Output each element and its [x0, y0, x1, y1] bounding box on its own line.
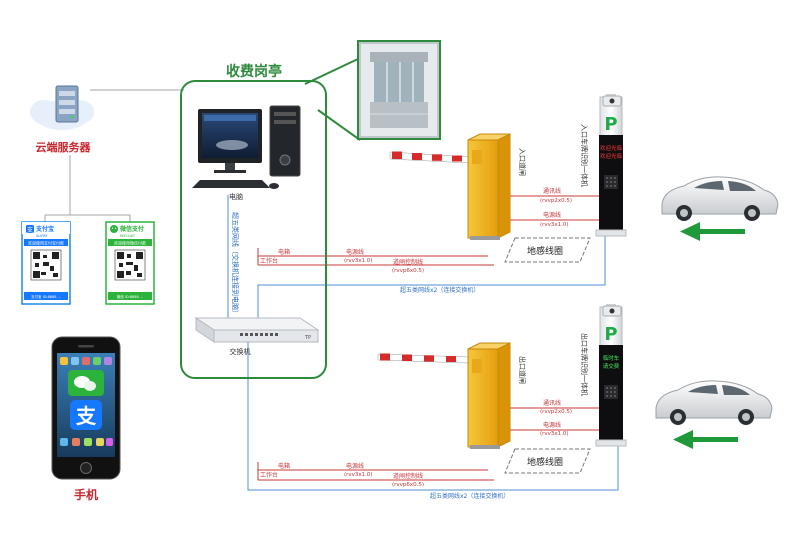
toll-booth: 收费岗亭 电脑 超五类网线（交换机连接到电脑） — [180, 57, 361, 379]
exit-lpr-unit[interactable]: P 临时车 请交费 出口车牌识别一体机 — [580, 304, 627, 447]
svg-text:工作台: 工作台 — [260, 471, 278, 479]
barrier-gate-icon — [377, 342, 511, 449]
phone-label: 手机 — [74, 487, 98, 502]
wechat-banner: 欢迎使用微信付款 — [114, 240, 146, 246]
car-icon — [655, 380, 773, 425]
svg-text:电箱: 电箱 — [278, 248, 290, 256]
svg-text:(rvvp6x0.5): (rvvp6x0.5) — [392, 482, 424, 488]
svg-text:道闸控制线: 道闸控制线 — [393, 258, 423, 266]
exit-loop-label: 地感线圈 — [527, 456, 563, 468]
svg-text:工作台: 工作台 — [260, 257, 278, 265]
entry-lpr-unit[interactable]: P 欢迎光临 欢迎光临 入口车牌识别一体机 — [580, 94, 627, 237]
camera-icon — [602, 304, 622, 317]
wechat-stand[interactable]: 微信支付 WECHAT 欢迎使用微信付款 微信 ID:8888 ... — [105, 221, 155, 305]
network-switch[interactable]: TP 交换机 — [194, 317, 320, 356]
entry-parking-sign: P — [604, 114, 617, 135]
exit-ground-loop: 地感线圈 — [504, 448, 591, 474]
qr-code-icon — [30, 249, 62, 281]
svg-text:(rvv3x1.0): (rvv3x1.0) — [540, 222, 569, 228]
arrow-left-icon — [673, 430, 738, 449]
svg-text:电源线: 电源线 — [346, 462, 364, 470]
cloud-server-label: 云端服务器 — [36, 140, 92, 154]
server-icon — [55, 85, 79, 123]
exit-display-line-1: 临时车 — [603, 354, 620, 362]
svg-text:(rvv3x1.0): (rvv3x1.0) — [344, 258, 373, 264]
svg-text:(rvv3x1.0): (rvv3x1.0) — [344, 472, 373, 478]
svg-text:通讯线: 通讯线 — [543, 187, 561, 195]
alipay-foot: 支付宝 ID:8888 ... — [31, 294, 61, 299]
svg-text:(rvvp2x0.5): (rvvp2x0.5) — [540, 409, 572, 415]
entry-wiring-labels: 通讯线 (rvvp2x0.5) 电源线 (rvv3x1.0) 电箱 工作台 电源… — [260, 187, 572, 294]
svg-text:超五类网线x2（连接交换机）: 超五类网线x2（连接交换机） — [430, 492, 509, 500]
exit-wiring-labels: 通讯线 (rvvp2x0.5) 电源线 (rvv3x1.0) 电箱 工作台 电源… — [260, 399, 572, 500]
svg-text:电源线: 电源线 — [346, 248, 364, 256]
alipay-icon: 支 — [26, 225, 34, 234]
cloud-connection-lines — [44, 89, 184, 222]
svg-text:(rvvp6x0.5): (rvvp6x0.5) — [392, 268, 424, 274]
arrow-left-icon — [680, 222, 745, 241]
exit-unit-label: 出口车牌识别一体机 — [580, 333, 589, 396]
wechat-icon — [110, 225, 118, 233]
booth-photo — [357, 40, 441, 140]
alipay-brand: 支付宝 — [35, 225, 54, 233]
svg-text:超五类网线x2（连接交换机）: 超五类网线x2（连接交换机） — [400, 286, 479, 294]
booth-frame — [180, 80, 327, 379]
cloud-server[interactable]: 云端服务器 — [30, 85, 94, 154]
svg-text:通讯线: 通讯线 — [543, 399, 561, 407]
svg-text:电箱: 电箱 — [278, 462, 290, 470]
barrier-gate-icon — [389, 133, 511, 240]
alipay-sub: ALIPAY — [36, 234, 48, 238]
entry-wiring — [257, 195, 600, 266]
entry-ground-loop: 地感线圈 — [504, 237, 591, 263]
alipay-banner: 欢迎使用支付宝付款 — [28, 240, 64, 246]
entry-gate-label: 入口道闸 — [518, 148, 527, 176]
alipay-stand[interactable]: 支 支付宝 ALIPAY 欢迎使用支付宝付款 支付宝 ID:8888 ... — [21, 221, 71, 305]
svg-text:(rvvp2x0.5): (rvvp2x0.5) — [540, 198, 572, 204]
svg-text:支: 支 — [27, 226, 33, 234]
computer[interactable]: 电脑 — [192, 105, 301, 201]
phone-icon: 支 — [51, 336, 121, 480]
switch-brand: TP — [304, 335, 311, 341]
entry-loop-label: 地感线圈 — [527, 245, 563, 257]
phone[interactable]: 支 手机 — [51, 336, 121, 502]
wechat-foot: 微信 ID:8888 ... — [117, 294, 143, 299]
computer-icon — [192, 105, 301, 189]
entry-display-line-2: 欢迎光临 — [600, 152, 623, 160]
exit-barrier-gate[interactable]: 出口道闸 — [377, 342, 527, 449]
svg-text:道闸控制线: 道闸控制线 — [393, 472, 423, 480]
exit-wiring — [257, 407, 600, 481]
booth-title: 收费岗亭 — [226, 63, 282, 80]
switch-label: 交换机 — [230, 347, 251, 356]
svg-text:支: 支 — [76, 404, 97, 428]
entry-unit-label: 入口车牌识别一体机 — [580, 124, 589, 187]
svg-text:电源线: 电源线 — [543, 421, 561, 429]
computer-label: 电脑 — [229, 192, 243, 201]
entry-car — [661, 176, 779, 241]
svg-text:电源线: 电源线 — [543, 211, 561, 219]
cat5-cable-label: 超五类网线（交换机连接到电脑） — [231, 212, 240, 317]
entry-display-line-1: 欢迎光临 — [600, 144, 623, 152]
switch-icon — [194, 317, 320, 343]
qr-code-icon — [114, 249, 146, 281]
wechat-brand: 微信支付 — [119, 225, 144, 233]
svg-text:(rvv3x1.0): (rvv3x1.0) — [540, 431, 569, 437]
car-icon — [661, 176, 779, 221]
exit-display-line-2: 请交费 — [603, 362, 620, 370]
exit-car — [655, 380, 773, 449]
exit-gate-label: 出口道闸 — [518, 356, 527, 384]
camera-icon — [602, 94, 622, 107]
network-lines — [227, 195, 619, 491]
wechat-sub: WECHAT — [120, 234, 136, 238]
exit-parking-sign: P — [604, 324, 617, 345]
entry-barrier-gate[interactable]: 入口道闸 — [389, 133, 527, 240]
